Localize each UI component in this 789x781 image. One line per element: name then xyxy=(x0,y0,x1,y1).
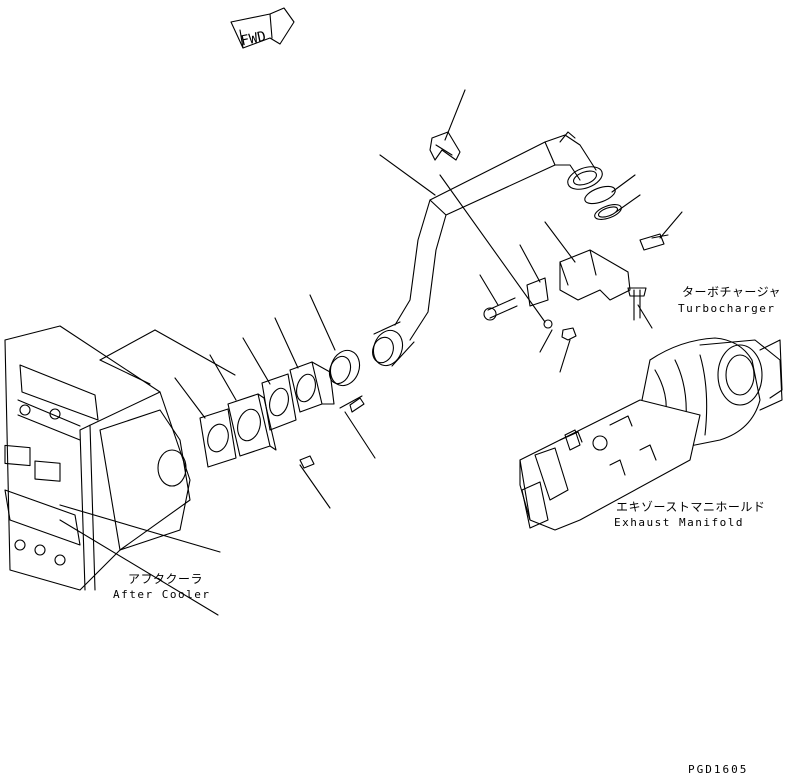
after-cooler-label-en: After Cooler xyxy=(113,588,211,601)
air-pipe xyxy=(372,131,603,367)
leader-lines xyxy=(59,89,683,616)
fwd-arrow: FWD xyxy=(230,7,295,50)
u-bolt xyxy=(429,131,461,161)
bracket xyxy=(526,249,631,307)
fasteners xyxy=(299,233,669,469)
turbocharger-label-jp: ターボチャージャ xyxy=(682,285,782,299)
exhaust-manifold-label-en: Exhaust Manifold xyxy=(614,516,744,529)
exhaust-manifold xyxy=(519,399,701,531)
after-cooler-label-jp: アフタクーラ xyxy=(128,572,204,586)
fwd-label: FWD xyxy=(239,29,267,50)
exhaust-manifold-label-jp: エキゾーストマニホールド xyxy=(616,500,766,514)
after-cooler xyxy=(4,325,191,591)
turbocharger-label-en: Turbocharger xyxy=(678,302,776,315)
flange-stack xyxy=(199,349,361,468)
drawing-code: PGD1605 xyxy=(688,763,748,776)
